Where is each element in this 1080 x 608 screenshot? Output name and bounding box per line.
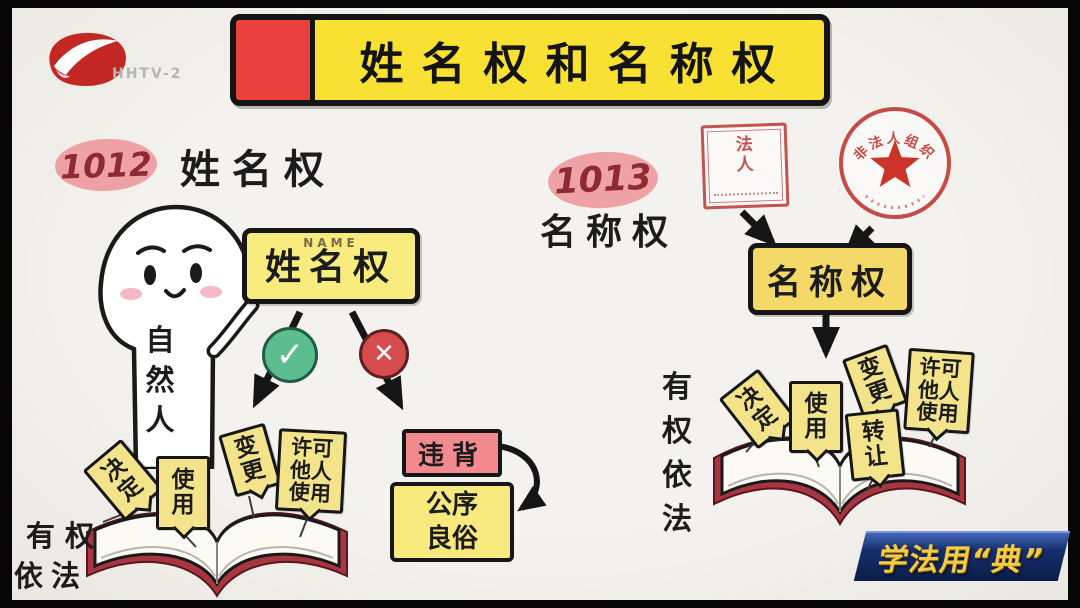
right-tag-transfer: 转让 <box>844 408 906 482</box>
right-tag-use: 使用 <box>156 456 210 530</box>
blush-icon <box>200 286 222 298</box>
entity-name-right-box: 名称权 <box>748 243 912 315</box>
natural-person-figure <box>98 204 260 469</box>
smile-icon <box>164 288 186 299</box>
name-right-label: 姓名权 <box>264 247 397 288</box>
name-right-box: NAME 姓名权 <box>242 228 420 304</box>
legal-person-arrow <box>739 209 777 247</box>
channel-logo-icon <box>49 32 126 86</box>
eye-icon <box>144 265 156 285</box>
check-icon: ✓ <box>262 327 318 383</box>
eye-icon <box>190 263 202 283</box>
title-banner: 姓名权和名称权 <box>230 14 830 106</box>
natural-person-label: 自然人 <box>145 323 175 437</box>
banner-red-block <box>236 20 315 100</box>
program-badge: 学法用“典” <box>853 531 1071 581</box>
right-tag-permit-others: 许可他人使用 <box>274 428 348 514</box>
entitled-by-law-right: 有权依法 <box>662 370 692 537</box>
legal-person-stamp-label: 法人 <box>735 134 754 176</box>
legal-person-stamp: 法人 <box>700 122 790 210</box>
public-order-box: 公序良俗 <box>390 482 514 562</box>
article-1012-name: 姓名权 <box>180 147 336 193</box>
article-1013-name: 名称权 <box>540 212 679 253</box>
violate-box: 违背 <box>402 429 502 477</box>
name-caption: NAME <box>303 236 359 250</box>
organization-seal: 非法人组织 <box>839 107 951 219</box>
right-tag-permit-others: 许可他人使用 <box>903 347 975 435</box>
program-badge-text: 学法用“典” <box>875 543 1047 578</box>
eyebrow-icon <box>182 244 212 253</box>
channel-label: HHTV-2 <box>112 66 183 82</box>
right-tag-use: 使用 <box>789 381 843 453</box>
blush-icon <box>120 288 142 300</box>
eyebrow-icon <box>136 245 166 255</box>
violate-curve-arrow <box>497 443 547 512</box>
cross-icon: ✕ <box>359 329 409 379</box>
page-title: 姓名权和名称权 <box>359 39 794 90</box>
red-star-icon <box>870 140 920 187</box>
entitled-by-law-left: 有权 依法 <box>14 519 105 593</box>
